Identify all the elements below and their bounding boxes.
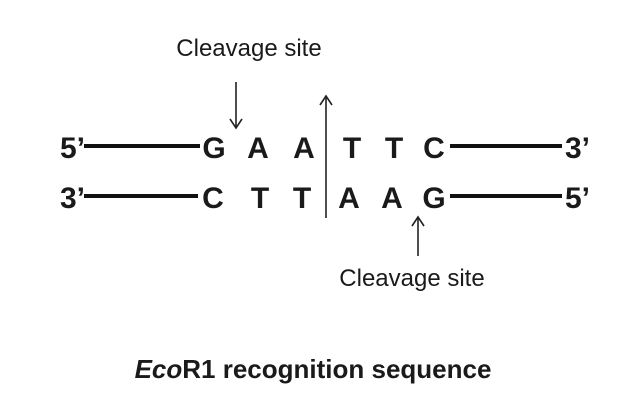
diagram-caption: EcoR1 recognition sequence	[135, 354, 492, 384]
bottom-strand: 3’ C T T A A G 5’	[60, 182, 590, 215]
bottom-base: G	[422, 182, 445, 215]
top-base: A	[247, 132, 269, 165]
bottom-strand-right-end: 5’	[565, 182, 590, 215]
bottom-base: T	[251, 182, 269, 215]
cleavage-arrow-up-short	[411, 215, 425, 256]
cleavage-site-label-top: Cleavage site	[176, 35, 321, 62]
bottom-base: T	[293, 182, 311, 215]
top-base: A	[293, 132, 315, 165]
cleavage-site-label-bottom: Cleavage site	[339, 265, 484, 292]
caption-italic: Eco	[135, 354, 183, 384]
bottom-base: C	[202, 182, 224, 215]
top-base: T	[385, 132, 403, 165]
top-base: G	[202, 132, 225, 165]
caption-rest: R1 recognition sequence	[182, 354, 491, 384]
top-base: T	[343, 132, 361, 165]
top-strand-left-end: 5’	[60, 132, 85, 165]
bottom-base: A	[381, 182, 403, 215]
top-strand: 5’ G A A T T C 3’	[60, 132, 590, 165]
bottom-base: A	[338, 182, 360, 215]
top-base: C	[423, 132, 445, 165]
bottom-strand-left-end: 3’	[60, 182, 85, 215]
cleavage-arrow-up-long	[319, 94, 333, 218]
cleavage-arrow-down	[229, 82, 243, 130]
top-strand-right-end: 3’	[565, 132, 590, 165]
